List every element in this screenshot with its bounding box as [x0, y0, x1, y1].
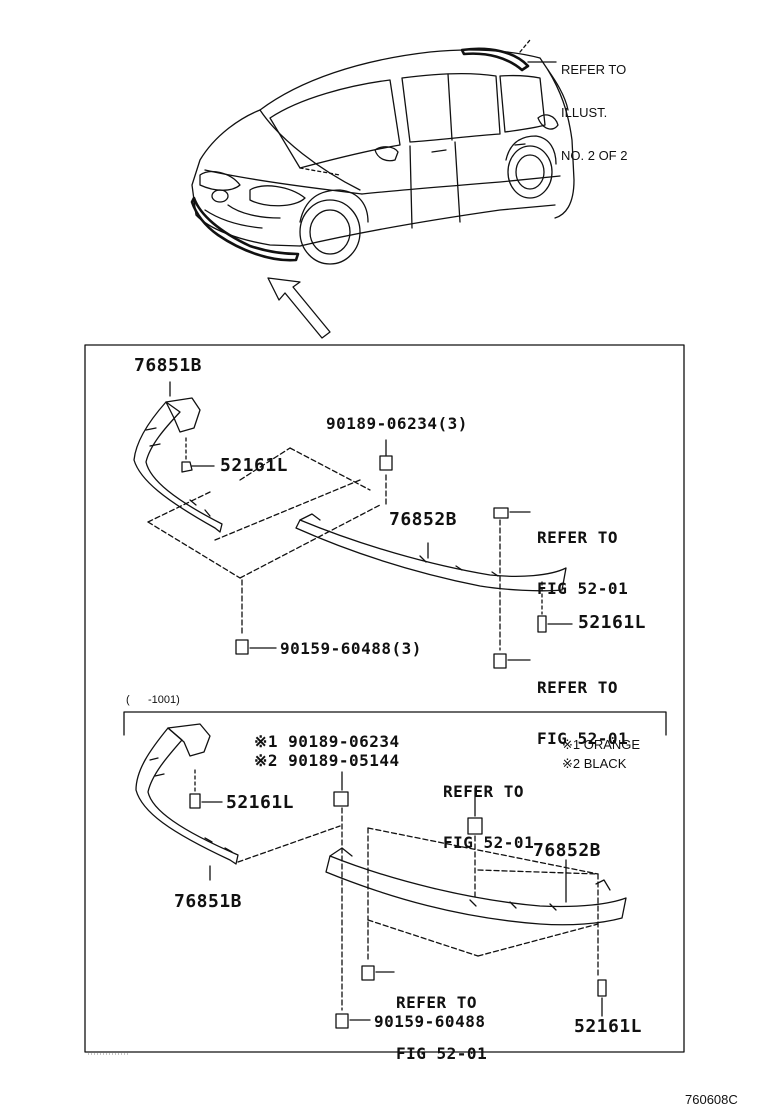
part-52161l-right-label: 52161L: [578, 612, 647, 633]
part-76851b-b-label: 76851B: [174, 891, 243, 912]
part-90159-b-label: 90159-60488: [374, 1012, 486, 1031]
panel-border: [84, 344, 685, 1053]
panel-a-parts: [133, 381, 573, 669]
part-52161l-b-right-label: 52161L: [574, 1016, 643, 1037]
ref-line: FIG 52-01: [396, 1044, 488, 1063]
note-line: ILLUST.: [561, 105, 608, 120]
part-90189-label: 90189-06234(3): [326, 414, 468, 433]
refer-fig-bottom-label: REFER TO FIG 52-01: [537, 648, 628, 763]
ref-line: FIG 52-01: [443, 833, 535, 852]
refer-fig-b-bottom-label: REFER TO FIG 52-01: [396, 963, 487, 1078]
part-52161l-b-left-label: 52161L: [226, 792, 295, 813]
ref-line: REFER TO: [537, 678, 619, 697]
clip-1-label: ※1 90189-06234: [254, 732, 400, 751]
part-76851b-label: 76851B: [134, 355, 203, 376]
ref-line: REFER TO: [537, 528, 619, 547]
refer-illustration-note: REFER TO ILLUST. NO. 2 OF 2: [561, 37, 627, 175]
color-1-label: ※1 ORANGE: [562, 737, 641, 752]
part-52161l-left-label: 52161L: [220, 455, 289, 476]
range-label: ( -1001): [126, 694, 180, 706]
figure-id: 760608C: [685, 1092, 738, 1107]
ref-line: REFER TO: [443, 782, 525, 801]
part-76852b-label: 76852B: [389, 509, 458, 530]
car-illustration: [190, 39, 575, 265]
note-line: REFER TO: [561, 62, 627, 77]
part-90159-label: 90159-60488(3): [280, 639, 422, 658]
ref-line: FIG 52-01: [537, 579, 629, 598]
part-76852b-b-label: 76852B: [533, 840, 602, 861]
ref-line: REFER TO: [396, 993, 478, 1012]
ref-line: FIG 52-01: [537, 729, 629, 748]
note-line: NO. 2 OF 2: [561, 148, 628, 163]
panel-b-parts: [135, 723, 627, 1029]
clip-2-label: ※2 90189-05144: [254, 751, 400, 770]
refer-fig-b-top-label: REFER TO FIG 52-01: [443, 752, 534, 867]
refer-fig-top-label: REFER TO FIG 52-01: [537, 498, 628, 613]
color-2-label: ※2 BLACK: [562, 756, 627, 771]
view-arrow: [267, 277, 331, 339]
section-divider: [123, 711, 667, 736]
